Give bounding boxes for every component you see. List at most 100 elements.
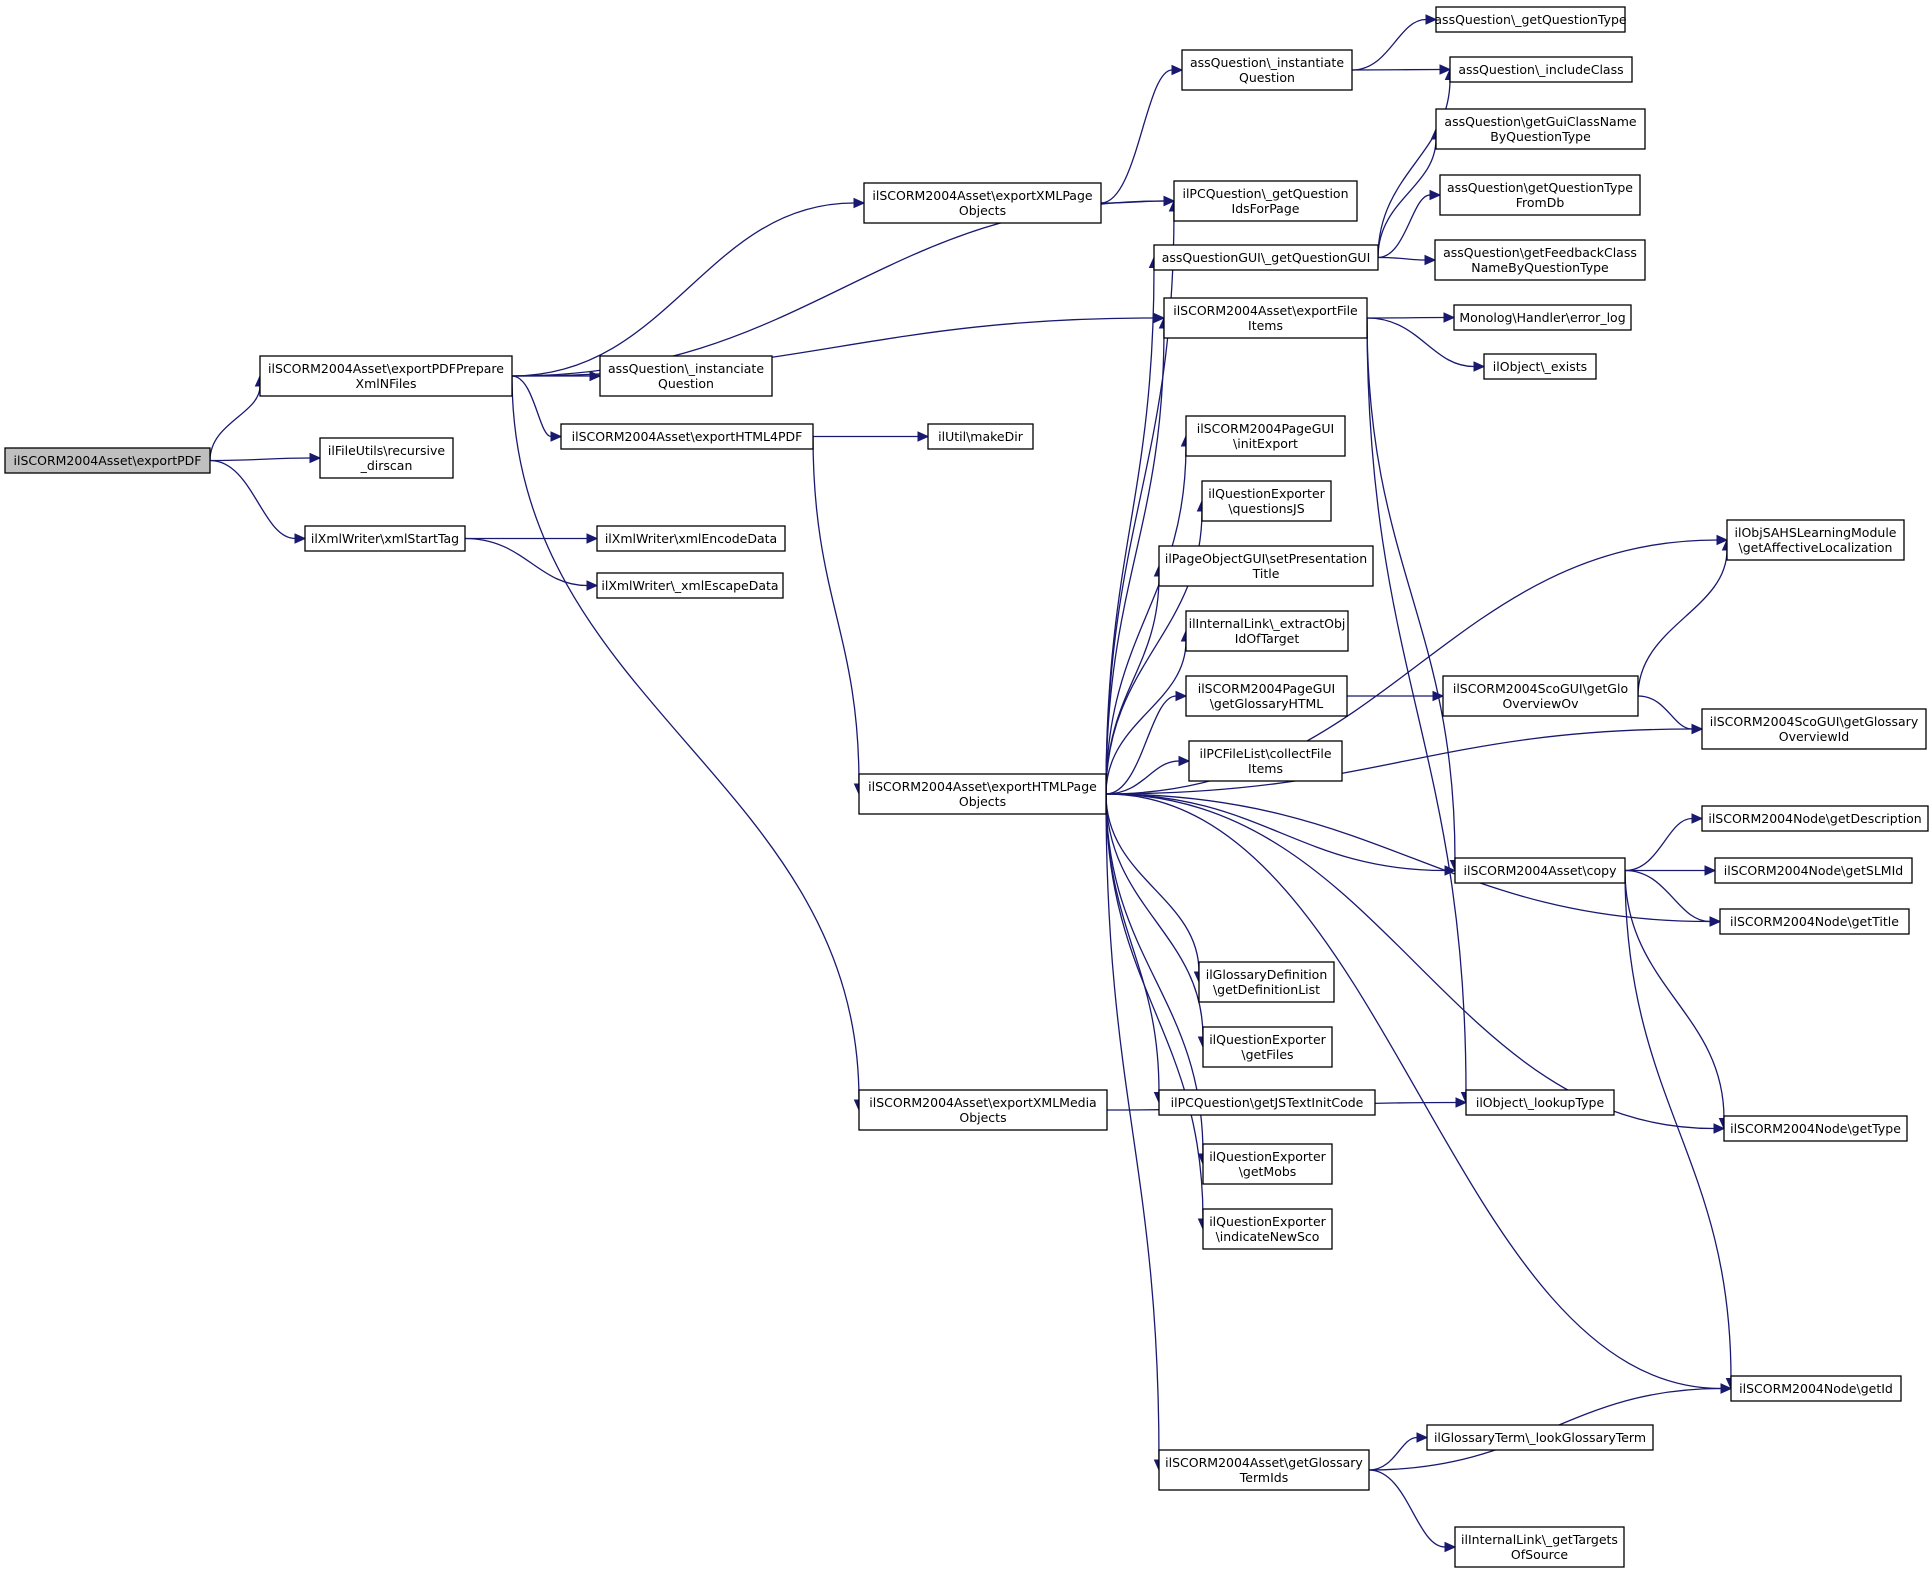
node-root[interactable]: ilSCORM2004Asset\exportPDF bbox=[4, 447, 211, 474]
node-box-nodeSlm[interactable] bbox=[1714, 857, 1913, 884]
node-xmlStart[interactable]: ilXmlWriter\xmlStartTag bbox=[304, 525, 466, 552]
node-nodeId[interactable]: ilSCORM2004Node\getId bbox=[1730, 1375, 1902, 1402]
node-box-aqInstanciate[interactable] bbox=[599, 355, 773, 397]
node-box-glossTerm[interactable] bbox=[1426, 1424, 1654, 1451]
node-box-copy[interactable] bbox=[1454, 857, 1626, 884]
node-label-qeSco-line-2: \indicateNewSco bbox=[1216, 1229, 1320, 1244]
node-box-glossHtml[interactable] bbox=[1185, 675, 1348, 717]
node-pdfPrep[interactable]: ilSCORM2004Asset\exportPDFPrepareXmlNFil… bbox=[259, 355, 513, 397]
node-pcqJs[interactable]: ilPCQuestion\getJSTextInitCode bbox=[1158, 1089, 1376, 1116]
node-xmlEnc[interactable]: ilXmlWriter\xmlEncodeData bbox=[596, 525, 786, 552]
node-box-aqGetType[interactable] bbox=[1435, 6, 1626, 33]
node-box-aqgGui[interactable] bbox=[1153, 244, 1379, 271]
node-box-xmlMedia[interactable] bbox=[858, 1089, 1108, 1131]
node-box-aqTypeDb[interactable] bbox=[1439, 174, 1641, 216]
node-box-initExport[interactable] bbox=[1185, 415, 1346, 457]
node-html4pdf[interactable]: ilSCORM2004Asset\exportHTML4PDF bbox=[560, 423, 814, 450]
node-box-nodeDesc[interactable] bbox=[1701, 805, 1929, 832]
node-glossTerm[interactable]: ilGlossaryTerm\_lookGlossaryTerm bbox=[1426, 1424, 1654, 1451]
node-box-pdfPrep[interactable] bbox=[259, 355, 513, 397]
node-box-xmlStart[interactable] bbox=[304, 525, 466, 552]
node-box-aqInclude[interactable] bbox=[1449, 56, 1633, 83]
node-monolog[interactable]: Monolog\Handler\error_log bbox=[1453, 304, 1632, 331]
node-box-recDir[interactable] bbox=[319, 437, 454, 479]
node-sahsLoc[interactable]: ilObjSAHSLearningModule\getAffectiveLoca… bbox=[1726, 519, 1905, 561]
node-box-scoGloId[interactable] bbox=[1701, 708, 1927, 750]
node-aqGuiClass[interactable]: assQuestion\getGuiClassNameByQuestionTyp… bbox=[1435, 108, 1646, 150]
node-aqgGui[interactable]: assQuestionGUI\_getQuestionGUI bbox=[1153, 244, 1379, 271]
node-aqInclude[interactable]: assQuestion\_includeClass bbox=[1449, 56, 1633, 83]
node-box-pcqJs[interactable] bbox=[1158, 1089, 1376, 1116]
node-box-xmlEsc[interactable] bbox=[596, 572, 784, 599]
node-qeMobs[interactable]: ilQuestionExporter\getMobs bbox=[1202, 1143, 1333, 1185]
node-makeDir[interactable]: ilUtil\makeDir bbox=[927, 423, 1034, 450]
node-box-root[interactable] bbox=[4, 447, 211, 474]
node-box-ilTargets[interactable] bbox=[1454, 1526, 1625, 1568]
node-box-sahsLoc[interactable] bbox=[1726, 519, 1905, 561]
node-box-html4pdf[interactable] bbox=[560, 423, 814, 450]
node-box-nodeType[interactable] bbox=[1723, 1115, 1908, 1142]
node-aqGetType[interactable]: assQuestion\_getQuestionType bbox=[1434, 6, 1627, 33]
node-box-aqInstantiate[interactable] bbox=[1181, 49, 1353, 91]
node-nodeTitle[interactable]: ilSCORM2004Node\getTitle bbox=[1719, 908, 1910, 935]
node-box-objExists[interactable] bbox=[1483, 353, 1597, 380]
node-initExport[interactable]: ilSCORM2004PageGUI\initExport bbox=[1185, 415, 1346, 457]
node-box-qeMobs[interactable] bbox=[1202, 1143, 1333, 1185]
node-box-qeSco[interactable] bbox=[1202, 1208, 1333, 1250]
node-box-xmlEnc[interactable] bbox=[596, 525, 786, 552]
node-aqFeedback[interactable]: assQuestion\getFeedbackClassNameByQuesti… bbox=[1434, 239, 1646, 281]
node-recDir[interactable]: ilFileUtils\recursive_dirscan bbox=[319, 437, 454, 479]
node-nodeType[interactable]: ilSCORM2004Node\getType bbox=[1723, 1115, 1908, 1142]
node-label-nodeId-line-1: ilSCORM2004Node\getId bbox=[1739, 1381, 1893, 1396]
node-nodeDesc[interactable]: ilSCORM2004Node\getDescription bbox=[1701, 805, 1929, 832]
node-box-qeFiles[interactable] bbox=[1202, 1026, 1333, 1068]
node-objExists[interactable]: ilObject\_exists bbox=[1483, 353, 1597, 380]
edge-scoGlo-to-scoGloId bbox=[1637, 695, 1693, 730]
node-glossDef[interactable]: ilGlossaryDefinition\getDefinitionList bbox=[1198, 961, 1335, 1003]
node-label-glossDef-line-2: \getDefinitionList bbox=[1213, 982, 1320, 997]
node-box-xmlPage[interactable] bbox=[863, 182, 1102, 224]
node-label-glossTermIds-line-1: ilSCORM2004Asset\getGlossary bbox=[1165, 1455, 1363, 1470]
node-label-lookupType-line-1: ilObject\_lookupType bbox=[1476, 1095, 1605, 1110]
node-box-nodeTitle[interactable] bbox=[1719, 908, 1910, 935]
node-box-scoGlo[interactable] bbox=[1442, 675, 1639, 717]
node-glossHtml[interactable]: ilSCORM2004PageGUI\getGlossaryHTML bbox=[1185, 675, 1348, 717]
node-qeFiles[interactable]: ilQuestionExporter\getFiles bbox=[1202, 1026, 1333, 1068]
node-box-monolog[interactable] bbox=[1453, 304, 1632, 331]
node-qeJs[interactable]: ilQuestionExporter\questionsJS bbox=[1201, 480, 1332, 522]
node-qeSco[interactable]: ilQuestionExporter\indicateNewSco bbox=[1202, 1208, 1333, 1250]
node-box-pcqIds[interactable] bbox=[1173, 180, 1358, 222]
node-box-lookupType[interactable] bbox=[1465, 1089, 1615, 1116]
node-box-pcfList[interactable] bbox=[1188, 740, 1343, 782]
node-box-qeJs[interactable] bbox=[1201, 480, 1332, 522]
node-box-pogTitle[interactable] bbox=[1158, 545, 1374, 587]
node-copy[interactable]: ilSCORM2004Asset\copy bbox=[1454, 857, 1626, 884]
node-box-aqFeedback[interactable] bbox=[1434, 239, 1646, 281]
node-box-aqGuiClass[interactable] bbox=[1435, 108, 1646, 150]
node-nodeSlm[interactable]: ilSCORM2004Node\getSLMId bbox=[1714, 857, 1913, 884]
node-box-ilExtract[interactable] bbox=[1185, 610, 1349, 652]
node-box-nodeId[interactable] bbox=[1730, 1375, 1902, 1402]
node-lookupType[interactable]: ilObject\_lookupType bbox=[1465, 1089, 1615, 1116]
node-box-fileItems[interactable] bbox=[1163, 297, 1368, 339]
node-box-glossDef[interactable] bbox=[1198, 961, 1335, 1003]
node-box-makeDir[interactable] bbox=[927, 423, 1034, 450]
node-box-glossTermIds[interactable] bbox=[1158, 1449, 1370, 1491]
node-box-htmlPage[interactable] bbox=[858, 773, 1107, 815]
node-xmlEsc[interactable]: ilXmlWriter\_xmlEscapeData bbox=[596, 572, 784, 599]
